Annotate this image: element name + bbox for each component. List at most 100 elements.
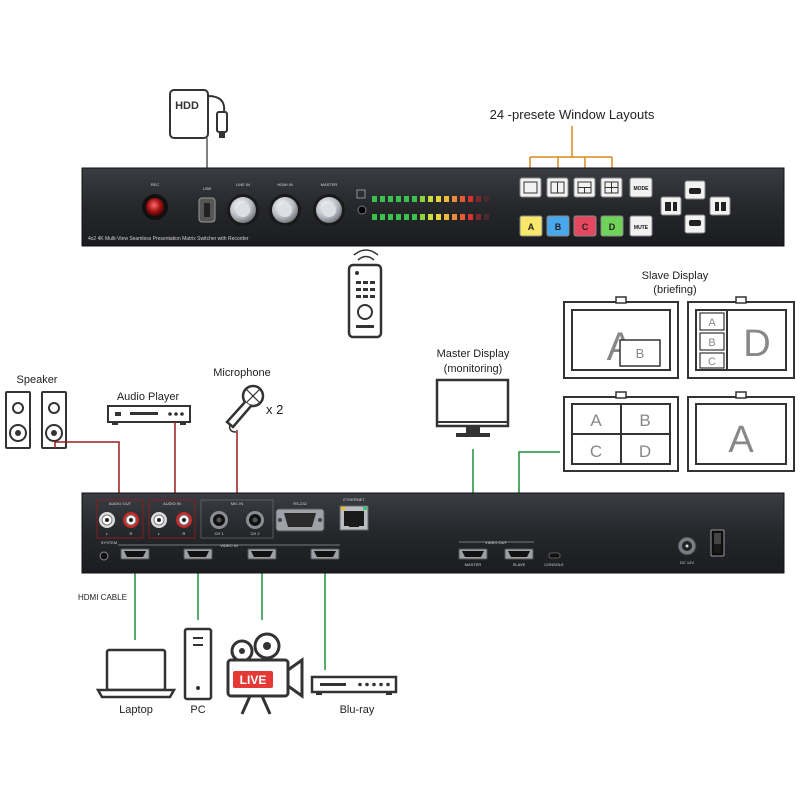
source-button-a[interactable]: A — [519, 215, 543, 237]
rs232-port[interactable] — [275, 508, 325, 532]
audio-out-label: AUDIO OUT — [109, 501, 132, 506]
hdmi-out-master-port[interactable] — [458, 548, 488, 560]
vu-segment — [380, 196, 385, 202]
audio-in-r-jack[interactable] — [176, 512, 192, 528]
hdmi-in-2-port[interactable] — [183, 548, 213, 560]
audio-in-l-jack[interactable] — [151, 512, 167, 528]
console-label: CONSOLE — [544, 562, 564, 567]
pc-label: PC — [190, 704, 205, 716]
vu-segment — [412, 214, 417, 220]
master-display-icon — [435, 378, 510, 437]
mic-in-label: MIC IN — [231, 501, 244, 506]
tile-label: D — [639, 442, 651, 461]
power-switch[interactable] — [710, 529, 725, 557]
microphone-label: Microphone — [213, 367, 270, 379]
rs232-label: RS-232 — [293, 501, 307, 506]
vu-segment — [476, 196, 481, 202]
vu-segment — [388, 196, 393, 202]
mic-in-ch1-jack[interactable] — [210, 511, 228, 529]
audio-out-l-jack[interactable] — [99, 512, 115, 528]
vu-segment — [436, 214, 441, 220]
slave-layout-2: A B C D — [687, 296, 795, 379]
pc-tower-icon — [183, 627, 213, 701]
microphone-icon — [225, 384, 265, 433]
svg-text:B: B — [555, 222, 562, 232]
svg-text:MODE: MODE — [634, 186, 650, 192]
video-out-slave-label: SLAVE — [513, 562, 526, 567]
audio-in-l-label: L — [158, 531, 161, 536]
vu-segment — [388, 214, 393, 220]
svg-text:A: A — [528, 222, 535, 232]
rear-panel: AUDIO OUT L R AUDIO IN L R MIC IN CH 1 C… — [81, 492, 785, 574]
ethernet-port[interactable] — [339, 505, 369, 531]
source-button-c[interactable]: C — [573, 215, 597, 237]
console-port[interactable] — [548, 552, 561, 559]
vu-segment — [452, 196, 457, 202]
mic-in-ch2-jack[interactable] — [246, 511, 264, 529]
hdmi-in-1-port[interactable] — [120, 548, 150, 560]
mic-ch1-label: CH 1 — [214, 531, 224, 536]
front-panel: 4x2 4K Multi-View Seamless Presentation … — [81, 167, 785, 247]
source-button-d[interactable]: D — [600, 215, 624, 237]
slave-layout-1: A B — [563, 296, 679, 379]
hdmi-out-slave-port[interactable] — [504, 548, 534, 560]
tile-label: C — [708, 356, 716, 368]
tile-label: A — [728, 419, 754, 461]
tile-label: B — [636, 346, 645, 361]
master-knob[interactable] — [313, 194, 345, 226]
vu-segment — [460, 214, 465, 220]
audio-out-r-jack[interactable] — [123, 512, 139, 528]
hdmi-in-4-port[interactable] — [310, 548, 340, 560]
vu-segment — [484, 196, 489, 202]
tile-label: B — [639, 411, 650, 430]
microphone-count: x 2 — [266, 402, 283, 417]
slave-display-label-1: Slave Display — [642, 270, 709, 282]
mode-button[interactable]: MODE — [629, 177, 653, 198]
hdmi-in-3-port[interactable] — [247, 548, 277, 560]
layout-button-4[interactable] — [600, 177, 623, 198]
line-in-label: LINE IN — [236, 182, 250, 187]
layout-button-1[interactable] — [519, 177, 542, 198]
tile-label: A — [708, 317, 716, 329]
line-in-knob[interactable] — [227, 194, 259, 226]
rec-button[interactable] — [146, 198, 164, 216]
vu-segment — [484, 214, 489, 220]
speaker-label: Speaker — [17, 374, 58, 386]
vu-segment — [468, 196, 473, 202]
tile-label: D — [743, 323, 770, 365]
hdmi-cable-label: HDMI CABLE — [78, 593, 127, 602]
vu-segment — [380, 214, 385, 220]
vu-segment — [460, 196, 465, 202]
vu-segment — [372, 196, 377, 202]
slave-layout-4: A — [687, 391, 795, 472]
source-button-b[interactable]: B — [546, 215, 570, 237]
mic-ch2-label: CH 2 — [250, 531, 260, 536]
video-out-master-label: MASTER — [465, 562, 482, 567]
nav-right-button[interactable] — [709, 196, 731, 216]
slave-layout-3: A B C D — [563, 391, 679, 472]
mute-button[interactable]: MUTE — [629, 215, 653, 237]
vu-segment — [372, 214, 377, 220]
ir-receiver — [357, 205, 367, 215]
remote-control-icon — [347, 249, 383, 339]
layout-button-3[interactable] — [573, 177, 596, 198]
audio-in-r-label: R — [183, 531, 186, 536]
layouts-title: 24 -presete Window Layouts — [490, 107, 655, 122]
tile-label: B — [708, 337, 715, 349]
ethernet-label: ETHERNET — [343, 497, 365, 502]
vu-segment — [476, 214, 481, 220]
bluray-label: Blu-ray — [340, 704, 375, 716]
svg-text:D: D — [609, 222, 616, 232]
layout-button-2[interactable] — [546, 177, 569, 198]
hdmi-in-knob[interactable] — [269, 194, 301, 226]
system-reset-button[interactable] — [99, 551, 109, 561]
dc-power-jack[interactable] — [677, 536, 697, 556]
live-camera-icon — [226, 632, 304, 715]
laptop-icon — [95, 648, 177, 699]
video-out-label: VIDEO OUT — [485, 540, 508, 545]
vu-segment — [412, 196, 417, 202]
hdd-label: HDD — [175, 100, 199, 112]
vu-segment — [436, 196, 441, 202]
usb-label: USB — [203, 186, 212, 191]
vu-segment — [444, 196, 449, 202]
